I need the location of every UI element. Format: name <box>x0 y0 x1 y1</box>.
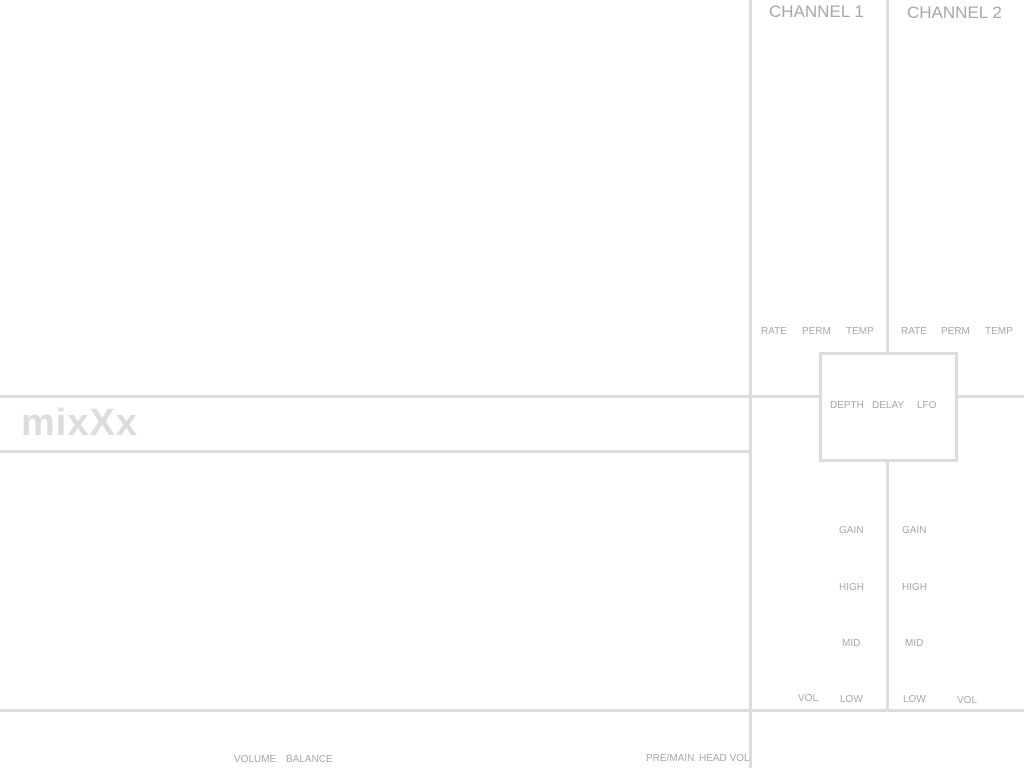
right-panel-divider <box>749 0 752 768</box>
channel-divider-bottom <box>886 459 889 711</box>
fx-lfo-label: LFO <box>917 400 937 411</box>
bottom-bar-border <box>0 709 1024 712</box>
ch2-vol-label: VOL <box>957 695 978 706</box>
channel-2-title: CHANNEL 2 <box>907 3 1002 22</box>
mixxx-logo: mixXx <box>21 402 138 444</box>
ch1-vol-label: VOL <box>798 693 819 704</box>
ch1-perm-label: PERM <box>802 326 831 337</box>
pre-main-label: PRE/MAIN <box>646 753 695 764</box>
ch2-temp-label: TEMP <box>985 326 1013 337</box>
ch1-mid-label: MID <box>842 638 861 649</box>
channel-divider-top <box>886 0 889 352</box>
ch1-temp-label: TEMP <box>846 326 874 337</box>
ch2-high-label: HIGH <box>902 582 927 593</box>
ch1-low-label: LOW <box>840 694 863 705</box>
ch1-gain-label: GAIN <box>839 525 864 536</box>
ch1-rate-label: RATE <box>761 326 787 337</box>
ch2-low-label: LOW <box>903 694 926 705</box>
master-volume-label: VOLUME <box>234 754 277 765</box>
waveform-top-border <box>0 395 819 398</box>
head-vol-label: HEAD VOL <box>699 753 750 764</box>
fx-depth-label: DEPTH <box>830 400 864 411</box>
ch1-high-label: HIGH <box>839 582 864 593</box>
master-balance-label: BALANCE <box>286 754 333 765</box>
ch2-gain-label: GAIN <box>902 525 927 536</box>
fx-delay-label: DELAY <box>872 400 905 411</box>
ch2-perm-label: PERM <box>941 326 970 337</box>
effects-panel <box>819 352 958 462</box>
channel-1-title: CHANNEL 1 <box>769 2 864 21</box>
logo-bar-bottom-border <box>0 450 752 453</box>
waveform-right-border <box>955 395 1024 398</box>
ch2-rate-label: RATE <box>901 326 927 337</box>
ch2-mid-label: MID <box>905 638 924 649</box>
